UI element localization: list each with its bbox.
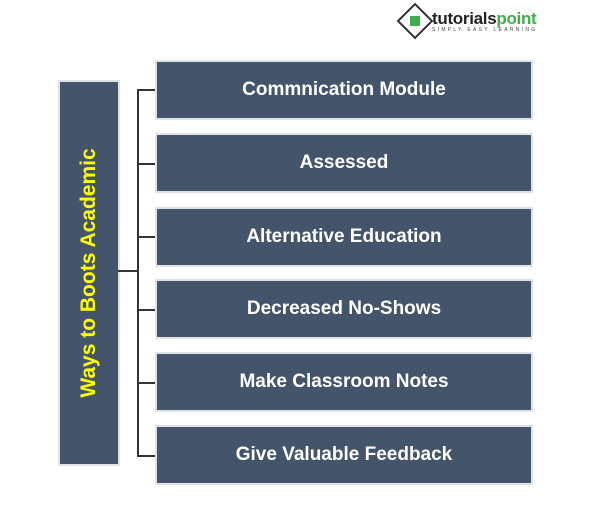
item-box: Assessed (157, 135, 531, 191)
connector-vertical (137, 89, 139, 456)
connector (137, 163, 157, 165)
logo-icon (396, 2, 434, 40)
item-box: Decreased No-Shows (157, 281, 531, 337)
connector (137, 309, 157, 311)
connector (137, 382, 157, 384)
connector-stub (118, 270, 138, 272)
connector (137, 89, 157, 91)
root-title: Ways to Boots Academic (77, 148, 100, 398)
item-box: Give Valuable Feedback (157, 427, 531, 483)
item-box: Alternative Education (157, 209, 531, 265)
connector (137, 455, 157, 457)
root-node: Ways to Boots Academic (60, 82, 118, 464)
connector (137, 236, 157, 238)
item-box: Make Classroom Notes (157, 354, 531, 410)
item-box: Commnication Module (157, 62, 531, 118)
